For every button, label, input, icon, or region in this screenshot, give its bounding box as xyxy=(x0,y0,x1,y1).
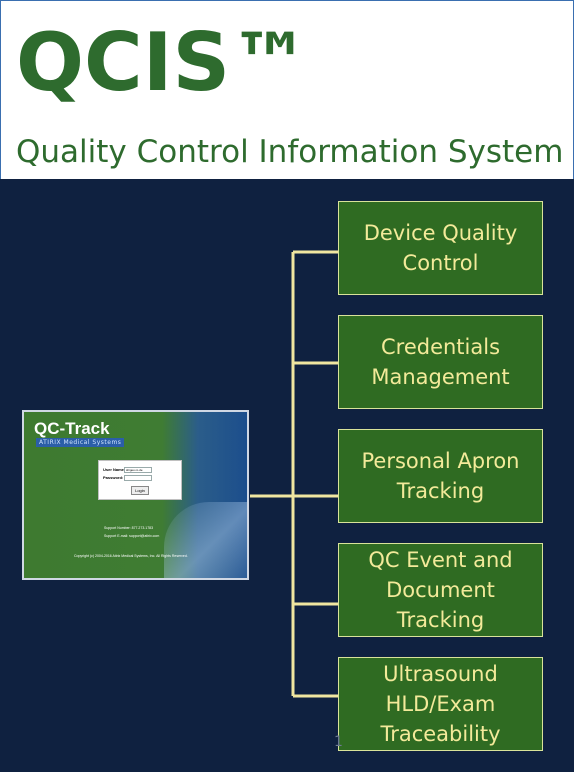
box-credentials-management: Credentials Management xyxy=(338,315,543,409)
username-label: User Name: xyxy=(103,467,126,472)
password-label: Password: xyxy=(103,475,124,480)
box-personal-apron-tracking: Personal Apron Tracking xyxy=(338,429,543,523)
box-line: Credentials xyxy=(380,335,501,359)
box-line: Document xyxy=(386,578,495,602)
page-subtitle: Quality Control Information System xyxy=(16,134,564,170)
qc-track-login-screenshot: QC-Track ATIRIX Medical Systems User Nam… xyxy=(22,410,249,580)
box-qc-event-document-tracking: QC Event and Document Tracking xyxy=(338,543,543,637)
box-line: Tracking xyxy=(396,479,485,503)
username-field[interactable]: shigeo.ro.de xyxy=(124,467,152,473)
support-email: Support E-mail: support@atirix.com xyxy=(104,534,160,538)
box-line: HLD/Exam xyxy=(385,692,496,716)
atirix-logo: ATIRIX Medical Systems xyxy=(36,438,125,447)
page-number: 1 xyxy=(334,734,343,750)
box-line: Traceability xyxy=(380,722,501,746)
box-line: Control xyxy=(402,251,479,275)
box-line: Device Quality xyxy=(363,221,518,245)
header: QCIS™ Quality Control Information System xyxy=(0,0,574,180)
box-line: Tracking xyxy=(396,608,485,632)
username-value: shigeo.ro.de xyxy=(126,468,143,472)
login-form: User Name: shigeo.ro.de Password: Login xyxy=(98,460,182,500)
qc-track-logo: QC-Track xyxy=(34,419,110,438)
box-line: Ultrasound xyxy=(383,662,498,686)
password-field[interactable] xyxy=(124,475,152,481)
box-ultrasound-hld-exam-traceability: Ultrasound HLD/Exam Traceability xyxy=(338,657,543,751)
support-number: Support Number: 877.273.1783 xyxy=(104,526,154,530)
copyright-text: Copyright (c) 2004-2016 Atirix Medical S… xyxy=(74,554,188,558)
page-title: QCIS™ xyxy=(16,16,311,109)
login-button[interactable]: Login xyxy=(131,486,149,495)
box-line: Management xyxy=(371,365,510,389)
box-line: QC Event and xyxy=(368,548,513,572)
box-line: Personal Apron xyxy=(361,449,520,473)
swoosh-graphic xyxy=(164,502,247,578)
box-device-quality-control: Device Quality Control xyxy=(338,201,543,295)
